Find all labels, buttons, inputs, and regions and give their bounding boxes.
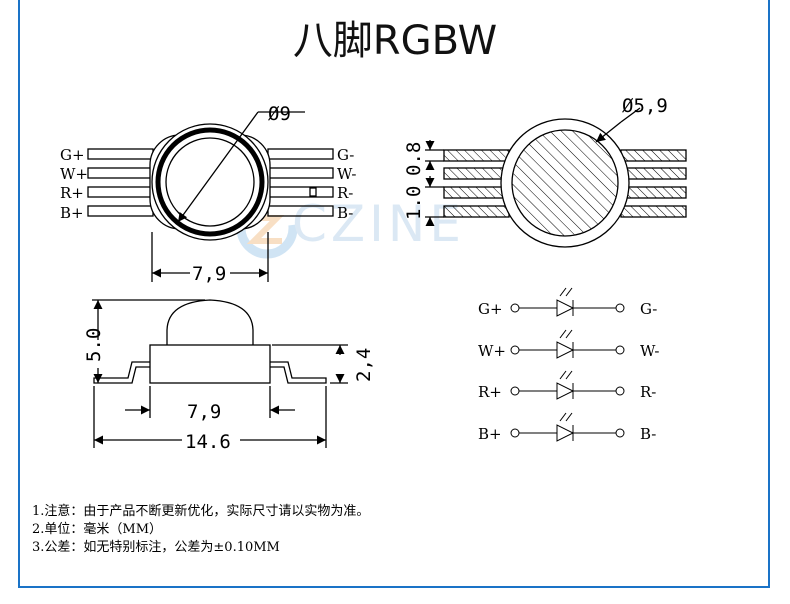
total-width-14-6-label: 14.6 — [185, 431, 231, 453]
pitch-1-0-label: 1.0 — [403, 186, 425, 220]
schematic-b-minus: B- — [640, 425, 656, 443]
page-frame — [18, 0, 770, 588]
led-schematic — [510, 287, 625, 442]
right-pin-g-minus: G- — [337, 146, 354, 164]
height-5-0-label: 5.0 — [83, 328, 105, 362]
pitch-0-8-label: 0.8 — [403, 142, 425, 176]
diameter-9-label: Ø9 — [268, 103, 291, 125]
right-pin-b-minus: B- — [337, 204, 353, 222]
left-pin-g-plus: G+ — [60, 146, 85, 164]
schematic-row-b — [510, 412, 625, 442]
top-view-left — [87, 111, 334, 282]
height-2-4-label: 2,4 — [353, 348, 375, 382]
schematic-row-g — [510, 287, 625, 317]
schematic-row-w — [510, 329, 625, 359]
schematic-g-plus: G+ — [478, 300, 503, 318]
right-pin-r-minus: R- — [337, 184, 353, 202]
note-2: 2.单位：毫米（MM） — [32, 522, 163, 537]
schematic-r-plus: R+ — [478, 383, 502, 401]
left-pin-w-plus: W+ — [60, 165, 88, 183]
body-width-7-9-label: 7,9 — [187, 401, 221, 423]
schematic-w-plus: W+ — [478, 342, 506, 360]
schematic-w-minus: W- — [640, 342, 659, 360]
note-1: 1.注意：由于产品不断更新优化，实际尺寸请以实物为准。 — [32, 504, 370, 519]
width-7-9-label: 7,9 — [192, 263, 226, 285]
bottom-view-right — [425, 107, 687, 248]
notes-block: 1.注意：由于产品不断更新优化，实际尺寸请以实物为准。 2.单位：毫米（MM） … — [32, 503, 369, 557]
note-3: 3.公差：如无特别标注，公差为±0.10MM — [32, 540, 280, 555]
schematic-r-minus: R- — [640, 383, 656, 401]
right-pin-w-minus: W- — [337, 165, 356, 183]
schematic-row-r — [510, 370, 625, 400]
left-pin-r-plus: R+ — [60, 184, 84, 202]
schematic-g-minus: G- — [640, 300, 657, 318]
side-view — [92, 299, 348, 448]
diameter-5-9-label: Ø5,9 — [622, 95, 668, 117]
page-title: 八脚RGBW — [292, 18, 498, 64]
schematic-b-plus: B+ — [478, 425, 502, 443]
left-pin-b-plus: B+ — [60, 204, 84, 222]
